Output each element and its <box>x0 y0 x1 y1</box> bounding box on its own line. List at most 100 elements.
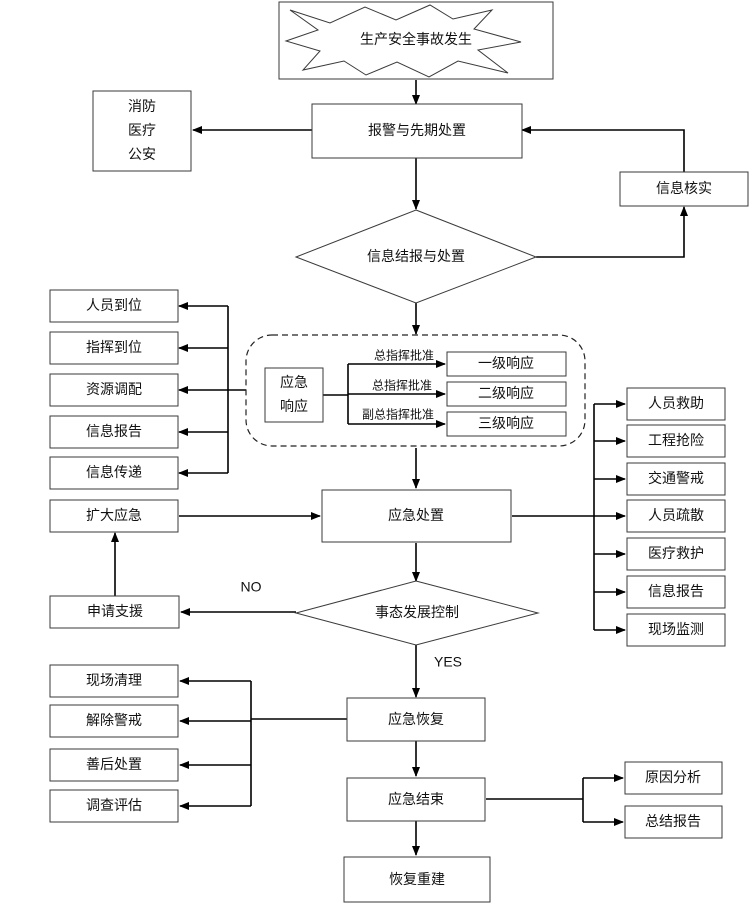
dispose-label: 应急处置 <box>388 507 444 524</box>
node-left-a-4: 信息报告 <box>49 415 179 449</box>
edge-decision-verify <box>536 206 688 258</box>
node-level2: 二级响应 <box>446 381 567 407</box>
right-a-1-box <box>626 387 726 421</box>
report-decision-diamond <box>294 209 538 304</box>
node-right-a-7: 现场监测 <box>626 613 726 647</box>
node-right-a-4: 人员疏散 <box>626 499 726 533</box>
node-alarm: 报警与先期处置 <box>311 103 523 159</box>
verify-label: 信息核实 <box>656 180 712 197</box>
right-b-2-label: 总结报告 <box>645 814 701 830</box>
node-left-a-5: 信息传递 <box>49 456 179 490</box>
node-apply: 申请支援 <box>49 595 180 629</box>
left-b-1-label: 现场清理 <box>86 673 142 689</box>
left-b-2-box <box>49 704 179 738</box>
edges <box>111 80 688 856</box>
right-a-1-label: 人员救助 <box>648 396 704 412</box>
left-b-2-label: 解除警戒 <box>86 713 142 729</box>
control-diamond <box>294 580 540 646</box>
level2-box <box>446 381 567 407</box>
apply-label: 申请支援 <box>87 604 143 620</box>
external-line-1: 消防 <box>128 99 156 115</box>
external-line-3: 公安 <box>128 147 156 163</box>
right-a-4-label: 人员疏散 <box>648 508 704 524</box>
node-left-a-1: 人员到位 <box>49 289 179 323</box>
node-dispose: 应急处置 <box>321 489 512 543</box>
node-level1: 一级响应 <box>446 351 567 377</box>
expand-label: 扩大应急 <box>86 507 142 524</box>
right-a-3-box <box>626 462 726 496</box>
approve-label-3: 副总指挥批准 <box>362 407 434 422</box>
edge-verify-alarm <box>521 126 685 172</box>
node-right-a-5: 医疗救护 <box>626 537 726 571</box>
rebuild-box <box>343 856 491 903</box>
approve-label-1: 总指挥批准 <box>374 348 434 363</box>
left-b-3-label: 善后处置 <box>86 757 142 773</box>
node-left-b-2: 解除警戒 <box>49 704 179 738</box>
level1-box <box>446 351 567 377</box>
node-end: 应急结束 <box>346 777 486 822</box>
node-left-b-3: 善后处置 <box>49 748 179 782</box>
left-a-5-label: 信息传递 <box>86 464 142 481</box>
right-a-4-box <box>626 499 726 533</box>
response-center-line-2: 响应 <box>280 398 308 415</box>
end-box <box>346 777 486 822</box>
left-b-3-box <box>49 748 179 782</box>
left-b-4-label: 调查评估 <box>86 798 142 814</box>
node-left-b-4: 调查评估 <box>49 789 179 823</box>
expand-box <box>49 499 179 533</box>
explosion-shape <box>284 4 522 78</box>
left-a-2-label: 指挥到位 <box>86 340 142 356</box>
external-line-2: 医疗 <box>128 123 156 139</box>
node-right-a-1: 人员救助 <box>626 387 726 421</box>
left-a-1-box <box>49 289 179 323</box>
right-a-2-label: 工程抢险 <box>648 432 704 449</box>
external-box <box>92 90 192 172</box>
node-response-center: 应急 响应 <box>264 367 324 423</box>
node-report-decision: 信息结报与处置 <box>294 209 538 304</box>
end-label: 应急结束 <box>388 791 444 808</box>
right-b-2-box <box>624 805 723 839</box>
left-b-1-box <box>49 664 179 698</box>
left-a-4-box <box>49 415 179 449</box>
right-b-1-label: 原因分析 <box>645 770 701 786</box>
right-a-5-box <box>626 537 726 571</box>
node-right-a-3: 交通警戒 <box>626 462 726 496</box>
node-right-a-2: 工程抢险 <box>626 424 726 458</box>
apply-box <box>49 595 180 629</box>
alarm-label: 报警与先期处置 <box>368 123 466 139</box>
level3-label: 三级响应 <box>478 415 534 432</box>
left-a-3-label: 资源调配 <box>86 382 142 398</box>
node-right-b-2: 总结报告 <box>624 805 723 839</box>
alarm-box <box>311 103 523 159</box>
recover-label: 应急恢复 <box>388 711 444 728</box>
node-rebuild: 恢复重建 <box>343 856 491 903</box>
right-a-3-label: 交通警戒 <box>648 470 704 487</box>
left-a-5-box <box>49 456 179 490</box>
start-label: 生产安全事故发生 <box>360 31 472 48</box>
right-a-7-label: 现场监测 <box>648 622 704 638</box>
node-control: 事态发展控制 <box>294 580 540 646</box>
right-a-2-box <box>626 424 726 458</box>
level1-label: 一级响应 <box>478 355 534 372</box>
response-level-container <box>245 334 586 447</box>
node-right-a-6: 信息报告 <box>626 575 726 609</box>
left-a-1-label: 人员到位 <box>86 298 142 314</box>
verify-box <box>619 171 749 207</box>
level2-label: 二级响应 <box>478 385 534 402</box>
level3-box <box>446 411 567 437</box>
right-b-1-box <box>624 761 723 795</box>
left-a-3-box <box>49 373 179 407</box>
node-recover: 应急恢复 <box>346 697 486 742</box>
dispose-box <box>321 489 512 543</box>
right-a-7-box <box>626 613 726 647</box>
control-label: 事态发展控制 <box>375 605 459 621</box>
right-a-6-label: 信息报告 <box>648 583 704 600</box>
recover-box <box>346 697 486 742</box>
response-center-line-1: 应急 <box>280 374 308 391</box>
node-right-b-1: 原因分析 <box>624 761 723 795</box>
node-level3: 三级响应 <box>446 411 567 437</box>
yes-label: YES <box>434 654 462 670</box>
node-verify: 信息核实 <box>619 171 749 207</box>
